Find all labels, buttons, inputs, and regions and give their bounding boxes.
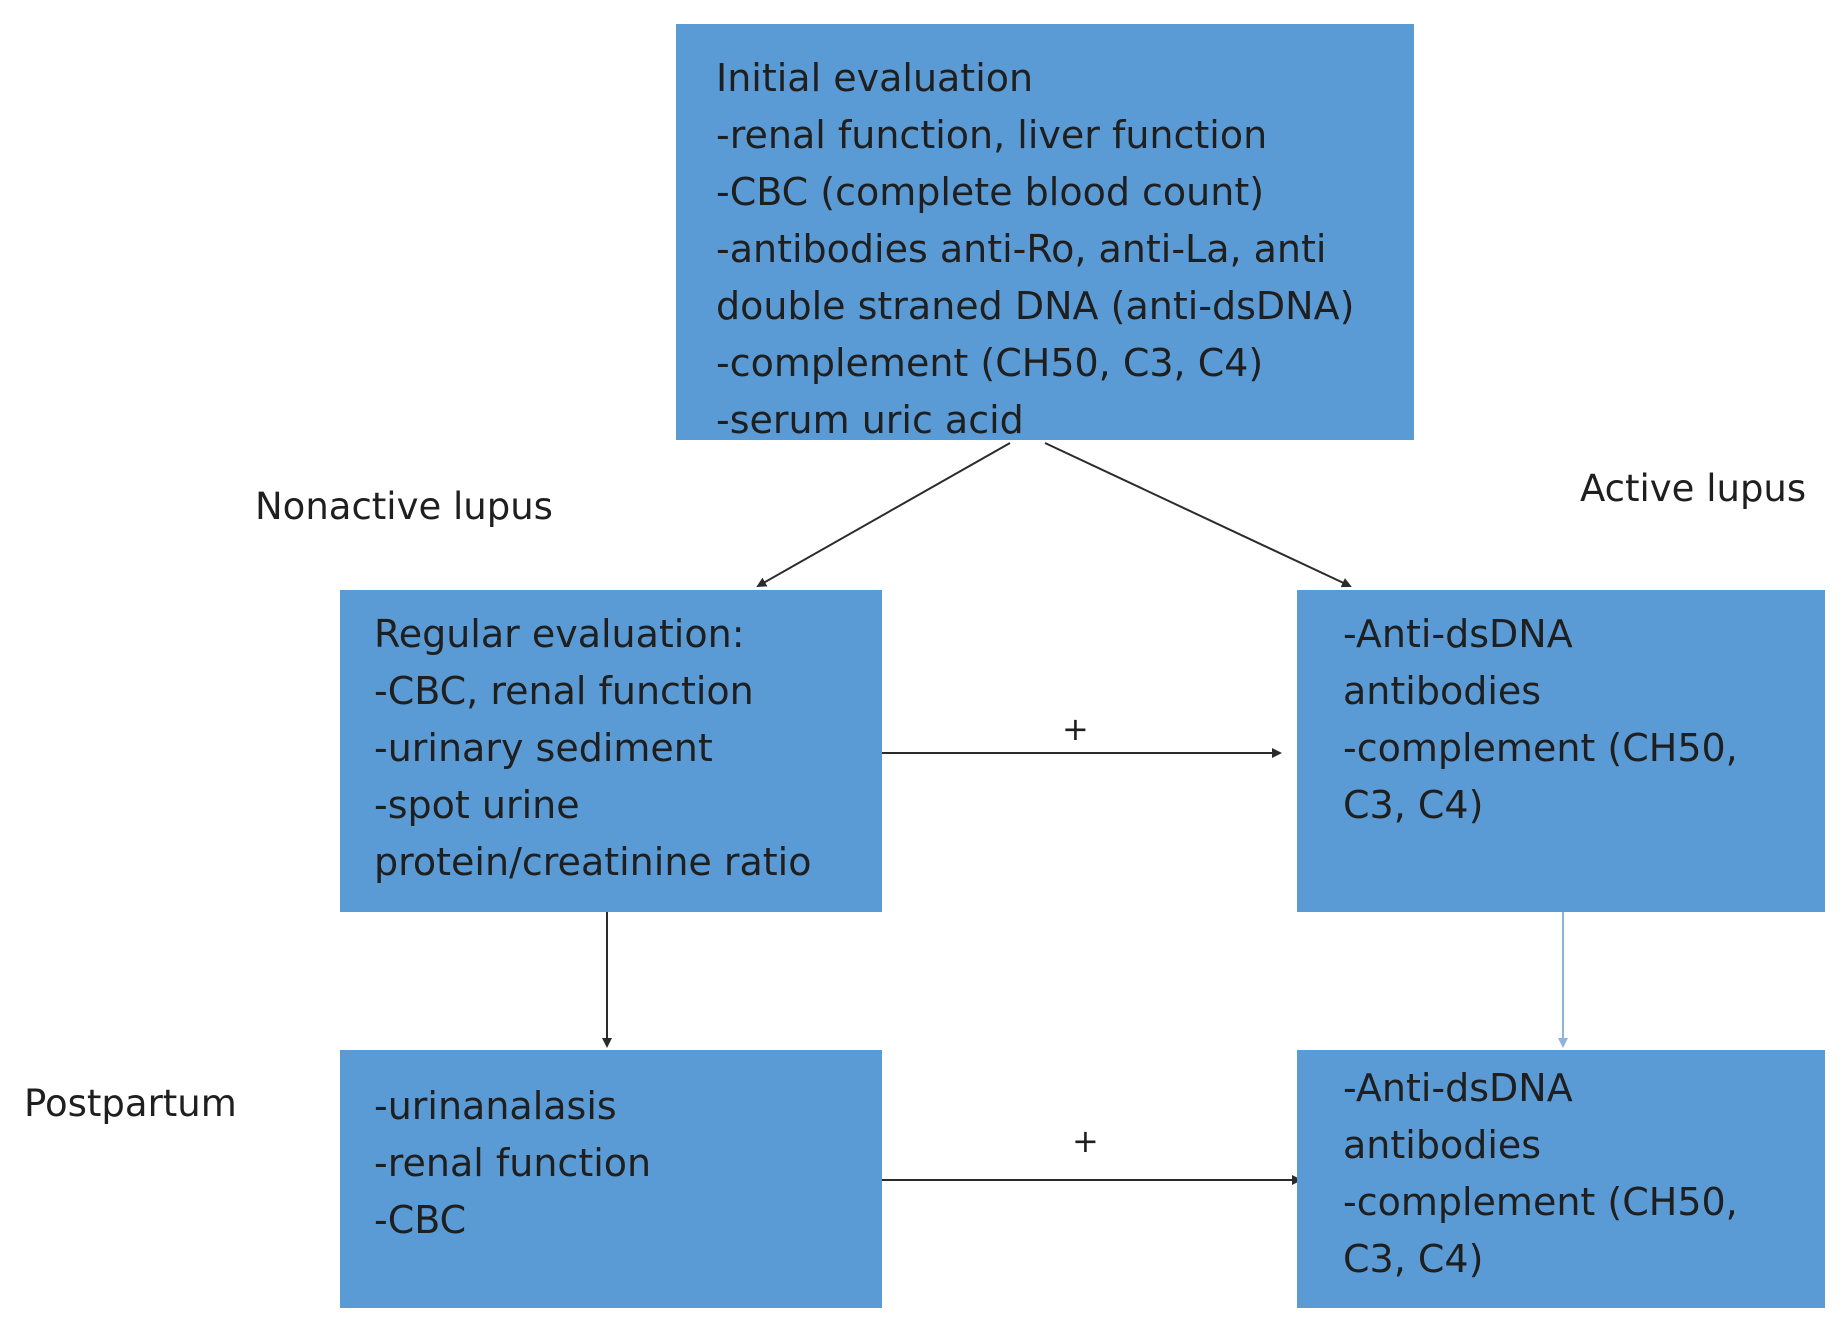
- postpartum-active-line-1: -Anti-dsDNA: [1343, 1066, 1573, 1110]
- regular-evaluation-box: Regular evaluation: -CBC, renal function…: [340, 590, 882, 912]
- active-tests-line-1: -Anti-dsDNA: [1343, 612, 1573, 656]
- initial-line-5: double straned DNA (anti-dsDNA): [716, 284, 1355, 328]
- postpartum-active-line-2: antibodies: [1343, 1123, 1542, 1167]
- plus-sign-postpartum: +: [1072, 1122, 1099, 1160]
- postpartum-active-line-4: C3, C4): [1343, 1237, 1484, 1281]
- postpartum-label: Postpartum: [24, 1082, 237, 1125]
- postpartum-line-2: -renal function: [374, 1141, 652, 1185]
- regular-line-5: protein/creatinine ratio: [374, 840, 812, 884]
- initial-line-3: -CBC (complete blood count): [716, 170, 1265, 214]
- initial-line-1: Initial evaluation: [716, 56, 1034, 100]
- regular-line-1: Regular evaluation:: [374, 612, 745, 656]
- active-tests-line-3: -complement (CH50,: [1343, 726, 1738, 770]
- active-lupus-label: Active lupus: [1580, 467, 1807, 510]
- postpartum-line-3: -CBC: [374, 1198, 467, 1242]
- active-tests-line-4: C3, C4): [1343, 783, 1484, 827]
- nonactive-lupus-label: Nonactive lupus: [255, 485, 553, 528]
- active-tests-line-2: antibodies: [1343, 669, 1542, 713]
- postpartum-tests-box: -urinanalasis -renal function -CBC: [340, 1050, 882, 1308]
- arrow-initial-to-regular: [756, 442, 1011, 587]
- initial-line-4: -antibodies anti-Ro, anti-La, anti: [716, 227, 1327, 271]
- active-lupus-tests-box: -Anti-dsDNA antibodies -complement (CH50…: [1297, 590, 1825, 912]
- regular-line-2: -CBC, renal function: [374, 669, 754, 713]
- plus-sign-regular: +: [1062, 710, 1089, 748]
- initial-line-7: -serum uric acid: [716, 398, 1024, 442]
- postpartum-line-1: -urinanalasis: [374, 1084, 617, 1128]
- postpartum-active-line-3: -complement (CH50,: [1343, 1180, 1738, 1224]
- regular-line-3: -urinary sediment: [374, 726, 713, 770]
- regular-line-4: -spot urine: [374, 783, 580, 827]
- postpartum-active-tests-box: -Anti-dsDNA antibodies -complement (CH50…: [1297, 1050, 1825, 1308]
- initial-evaluation-box: Initial evaluation -renal function, live…: [676, 24, 1414, 442]
- arrow-initial-to-active: [1044, 442, 1352, 588]
- initial-line-6: -complement (CH50, C3, C4): [716, 341, 1264, 385]
- initial-line-2: -renal function, liver function: [716, 113, 1268, 157]
